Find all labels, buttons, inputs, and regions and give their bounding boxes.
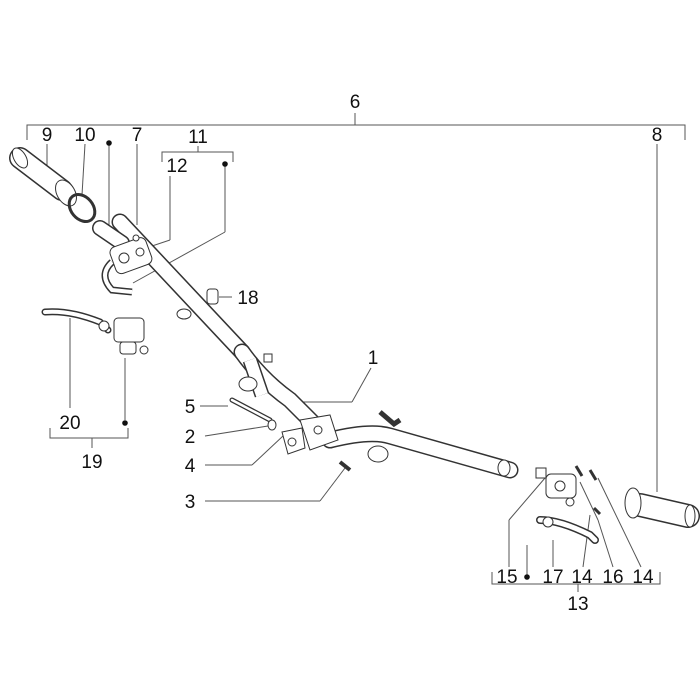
label-10: 10 bbox=[74, 125, 95, 146]
right-grip bbox=[624, 487, 700, 528]
leader-lines bbox=[46, 143, 658, 577]
dot-19 bbox=[122, 420, 128, 426]
ring-washer bbox=[67, 193, 97, 223]
label-9: 9 bbox=[42, 125, 53, 146]
right-brake-lever bbox=[536, 516, 599, 544]
small-bolt-14 bbox=[574, 465, 584, 477]
leader-16 bbox=[597, 519, 614, 568]
left-brake-lever bbox=[41, 308, 112, 334]
leader-15b bbox=[508, 477, 546, 521]
spacer bbox=[206, 288, 219, 305]
leader-2 bbox=[204, 425, 269, 437]
clamp bbox=[281, 427, 306, 455]
leader-16b bbox=[579, 481, 599, 521]
dot-13 bbox=[524, 574, 530, 580]
label-17: 17 bbox=[542, 567, 563, 588]
wiring-tab bbox=[378, 410, 402, 428]
leader-11b bbox=[132, 231, 226, 284]
label-6: 6 bbox=[350, 92, 361, 113]
small-bolt-16 bbox=[588, 469, 598, 481]
label-5: 5 bbox=[185, 397, 196, 418]
bracket-lines bbox=[26, 113, 686, 592]
label-4: 4 bbox=[185, 456, 196, 477]
label-14-left: 14 bbox=[571, 567, 593, 588]
leader-10 bbox=[81, 143, 86, 196]
part-labels: 6 9 10 7 11 12 8 18 1 5 2 4 3 20 19 15 1… bbox=[42, 92, 663, 615]
small-nut bbox=[338, 460, 352, 472]
label-7: 7 bbox=[132, 125, 143, 146]
dot-top bbox=[106, 140, 112, 146]
label-11: 11 bbox=[188, 127, 208, 148]
dot-11 bbox=[222, 161, 228, 167]
label-19: 19 bbox=[81, 452, 102, 473]
leader-3b bbox=[319, 467, 346, 502]
right-master-cylinder bbox=[535, 467, 577, 507]
central-mount bbox=[299, 414, 339, 451]
left-master-cylinder bbox=[113, 317, 149, 355]
marker-dots bbox=[106, 140, 530, 580]
label-12: 12 bbox=[166, 156, 187, 177]
bracket-6 bbox=[26, 124, 686, 140]
bracket-19 bbox=[49, 428, 129, 439]
label-1: 1 bbox=[368, 348, 379, 369]
label-8: 8 bbox=[652, 125, 663, 146]
label-14-right: 14 bbox=[632, 567, 654, 588]
leader-1a bbox=[351, 367, 372, 403]
label-3: 3 bbox=[185, 492, 196, 513]
label-18: 18 bbox=[237, 288, 258, 309]
leader-14b bbox=[597, 477, 642, 568]
label-15: 15 bbox=[496, 567, 517, 588]
throttle-housing bbox=[101, 234, 153, 296]
label-16: 16 bbox=[602, 567, 623, 588]
parts bbox=[9, 147, 700, 544]
label-13: 13 bbox=[567, 594, 588, 615]
small-screw-14 bbox=[592, 506, 602, 516]
washer bbox=[267, 419, 277, 431]
label-20: 20 bbox=[59, 413, 80, 434]
bracket-13 bbox=[491, 572, 661, 585]
label-2: 2 bbox=[185, 427, 196, 448]
leader-4b bbox=[251, 435, 284, 466]
leader-14a bbox=[582, 514, 591, 568]
left-grip bbox=[9, 147, 77, 207]
